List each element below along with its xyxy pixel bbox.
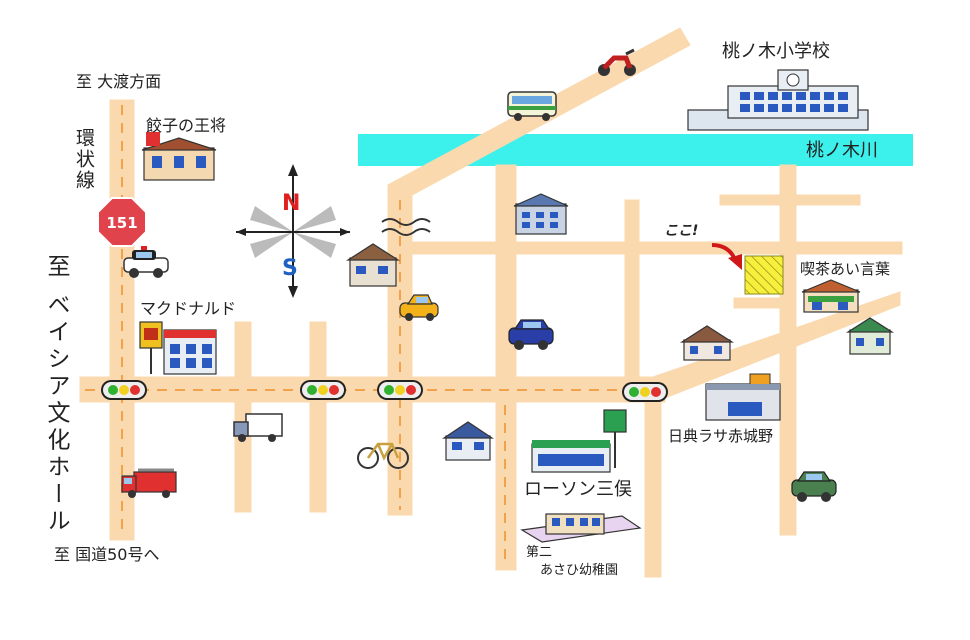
label-kindergarten-line2: あさひ幼稚園 — [540, 563, 619, 578]
label-gyoza: 餃子の王将 — [146, 116, 227, 135]
label-kindergarten-line1: 第二 — [526, 545, 553, 560]
car-icon — [791, 471, 837, 502]
wave-icon — [381, 218, 431, 236]
road-center-lines — [85, 105, 660, 565]
traffic-lights — [101, 380, 668, 402]
road-v5 — [644, 401, 662, 578]
house-icon — [679, 325, 735, 361]
road-h3 — [733, 297, 785, 309]
road-v4 — [624, 199, 640, 381]
truck-icon — [233, 413, 283, 442]
house-icon — [345, 243, 401, 287]
building-icon — [513, 193, 569, 235]
road-v6 — [779, 164, 797, 536]
label-school: 桃ノ木小学校 — [722, 41, 830, 62]
kindergarten-building-icon — [520, 513, 642, 543]
route-number: 151 — [106, 214, 137, 232]
label-to-owatari: 至 大渡方面 — [76, 72, 162, 91]
nissan-building-icon — [705, 373, 781, 421]
label-kanjo: 環状線 — [73, 128, 95, 191]
label-nissan: 日典ラサ赤城野 — [668, 427, 774, 445]
gyoza-restaurant-icon — [141, 132, 217, 181]
mcdonalds-building-icon — [139, 321, 217, 375]
compass-north: N — [282, 191, 300, 216]
label-river: 桃ノ木川 — [806, 140, 878, 161]
label-to-beisia: 至 ベイシア文化ホール — [43, 254, 69, 536]
road-v2 — [309, 321, 327, 513]
label-cafe: 喫茶あい言葉 — [800, 260, 891, 278]
road-diagonal — [387, 27, 691, 516]
house-icon — [442, 421, 494, 461]
motorcycle-icon — [598, 48, 636, 76]
compass-south: S — [282, 256, 298, 281]
traffic-light-icon — [377, 380, 423, 400]
car-icon — [399, 294, 439, 321]
car-icon — [508, 319, 554, 350]
koko-arrow-icon — [711, 243, 742, 270]
route-sign: 151 — [97, 197, 147, 247]
destination-marker[interactable] — [744, 255, 784, 295]
road-h2 — [719, 194, 861, 206]
roads — [79, 27, 903, 578]
compass: N S — [236, 164, 350, 298]
lawson-store-icon — [531, 409, 627, 473]
school-building-icon — [687, 69, 869, 131]
traffic-light-icon — [622, 382, 668, 402]
label-to-route50: 至 国道50号へ — [54, 545, 160, 564]
bus-icon — [507, 91, 557, 121]
house-icon — [845, 317, 895, 355]
bicycle-icon — [357, 442, 409, 469]
cafe-building-icon — [801, 279, 861, 313]
label-mcdonalds: マクドナルド — [140, 299, 237, 318]
fire-truck-icon — [121, 468, 177, 498]
label-koko: ここ! — [664, 223, 699, 239]
road-v3 — [495, 164, 517, 571]
traffic-light-icon — [300, 380, 346, 400]
label-lawson: ローソン三俣 — [524, 479, 632, 500]
traffic-light-icon — [101, 380, 147, 400]
road-h1 — [411, 241, 903, 255]
police-car-icon — [123, 246, 169, 278]
